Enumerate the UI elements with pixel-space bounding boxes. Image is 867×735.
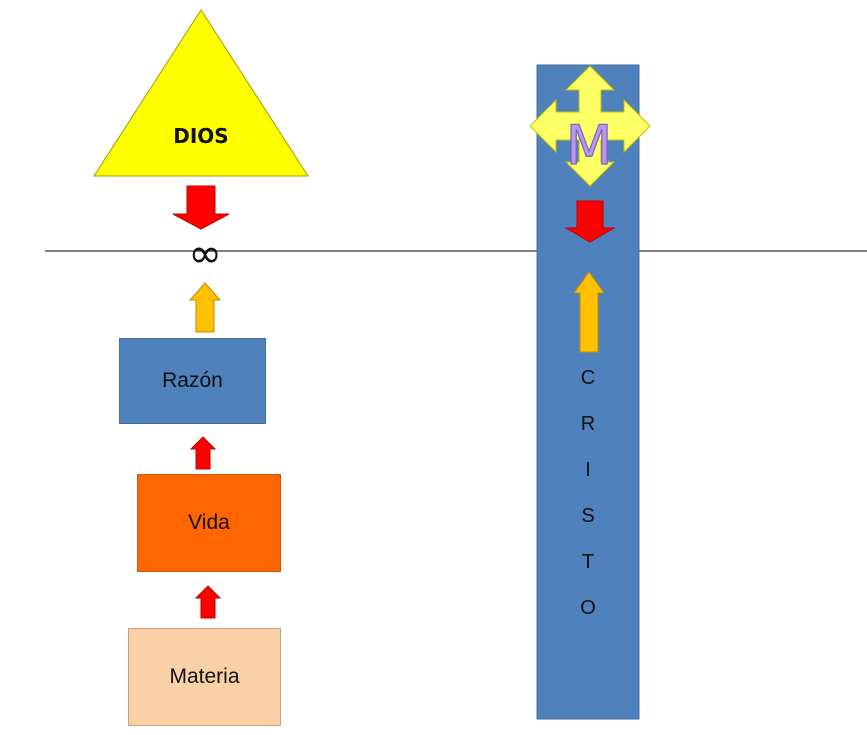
vida-box: Vida	[137, 474, 281, 572]
razon-box: Razón	[119, 338, 266, 424]
cristo-letter: T	[581, 551, 595, 573]
arrow-up-vida	[189, 436, 217, 470]
arrow-up-razon	[188, 282, 222, 333]
four-way-cross-icon: M	[529, 65, 651, 187]
vida-label: Vida	[188, 511, 230, 534]
arrow-up-materia	[194, 585, 222, 619]
cristo-letter: I	[585, 459, 591, 481]
materia-label: Materia	[169, 665, 240, 688]
razon-label: Razón	[162, 369, 223, 392]
cristo-letters: C R I S T O	[537, 365, 639, 641]
materia-box: Materia	[128, 628, 281, 726]
four-way-cross-shape	[529, 65, 651, 187]
arrow-down-dios	[172, 185, 230, 230]
arrow-down-cristo	[564, 200, 616, 243]
infinity-symbol: ∞	[188, 231, 221, 277]
cristo-letter: O	[580, 597, 596, 619]
cristo-letter: S	[581, 505, 595, 527]
monogram-m: M	[566, 114, 613, 177]
cristo-letter: R	[580, 413, 596, 435]
dios-triangle	[93, 9, 309, 177]
cristo-letter: C	[580, 367, 596, 389]
arrow-up-cristo	[573, 271, 605, 353]
dios-label: DIOS	[173, 124, 228, 148]
